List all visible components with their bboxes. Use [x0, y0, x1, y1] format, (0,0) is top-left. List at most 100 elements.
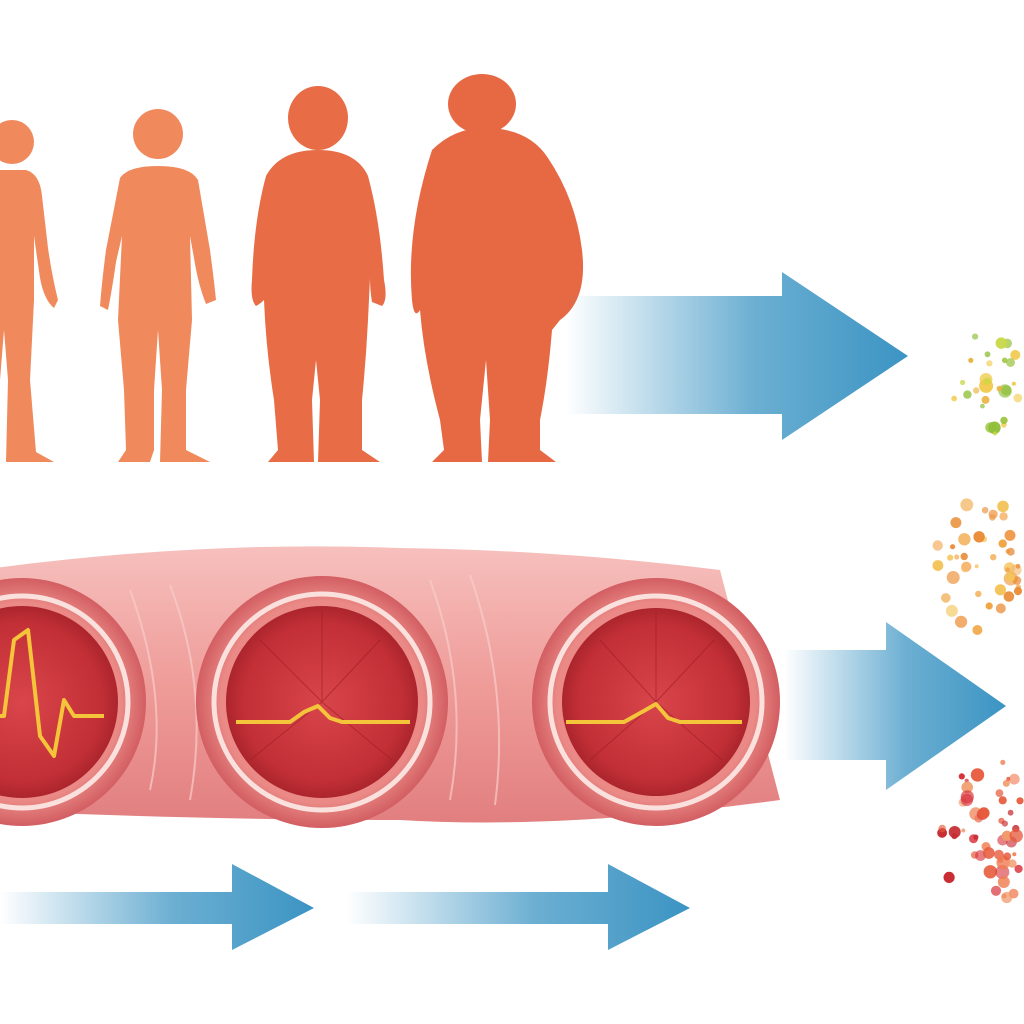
particle-dot — [1008, 773, 1020, 785]
particle-dot — [973, 834, 979, 840]
average-person-icon — [100, 109, 216, 462]
particle-dot — [983, 377, 992, 385]
particle-dot — [981, 506, 989, 514]
bottom-left-arrow-icon — [0, 864, 314, 950]
particle-dot — [1004, 529, 1016, 541]
particle-dot — [1001, 357, 1008, 364]
particle-dot — [1001, 820, 1009, 827]
particle-dot — [961, 828, 966, 833]
particle-dot — [988, 421, 1001, 435]
particle-dot — [963, 390, 972, 399]
particle-dot — [995, 337, 1007, 349]
particle-dot — [972, 333, 979, 340]
particle-dot — [1001, 385, 1012, 396]
particle-dot — [984, 351, 991, 358]
particle-dot — [941, 593, 951, 603]
particle-dot — [970, 768, 985, 782]
particle-dot — [955, 615, 968, 628]
particle-dot — [1000, 759, 1006, 766]
particle-dot — [972, 625, 983, 635]
particle-dot — [995, 603, 1006, 614]
particle-dot — [943, 871, 955, 884]
ecg-trace-mild — [566, 702, 742, 724]
particle-dot — [960, 498, 974, 512]
particle-dot — [1001, 891, 1013, 904]
particle-dot — [997, 500, 1009, 513]
particle-dot — [1014, 864, 1023, 874]
particle-dot — [975, 590, 982, 598]
particle-dot — [990, 554, 997, 561]
particle-dot — [996, 385, 1003, 392]
particle-dot — [932, 540, 943, 551]
particle-dot — [999, 512, 1008, 521]
artery-segments-row — [0, 546, 780, 828]
particle-dot — [1005, 572, 1015, 583]
particle-dot — [1010, 349, 1021, 360]
particle-dot — [992, 431, 997, 436]
particle-dot — [974, 564, 979, 569]
particle-dot — [932, 560, 944, 571]
particle-dot — [1001, 830, 1013, 841]
particle-dot — [990, 885, 1002, 896]
slim-person-icon — [0, 120, 58, 462]
artery-cross-section-icon — [532, 578, 780, 826]
lumen-texture — [249, 610, 393, 761]
green-yellow-particle-cluster — [951, 333, 1023, 436]
top-arrow-icon — [566, 272, 908, 440]
particle-dot — [1005, 567, 1010, 572]
particle-dot — [1013, 393, 1023, 403]
particle-dot — [998, 796, 1007, 805]
particle-dot — [960, 379, 966, 386]
overweight-person-icon — [251, 86, 386, 462]
middle-arrow-icon — [784, 622, 1006, 790]
particle-dot — [950, 517, 962, 529]
particle-dot — [995, 789, 1004, 797]
particle-dot — [938, 824, 946, 833]
artery-cross-section-icon — [0, 578, 146, 826]
particle-dot — [950, 544, 956, 550]
particle-dot — [961, 781, 973, 794]
particle-dot — [954, 554, 960, 560]
particle-dot — [978, 807, 990, 819]
particle-dot — [1003, 591, 1015, 602]
particle-dot — [1002, 779, 1010, 787]
particle-dot — [961, 561, 972, 572]
particle-dot — [973, 387, 980, 394]
particle-dot — [985, 602, 993, 610]
particle-dot — [1012, 852, 1017, 857]
particle-dot — [945, 604, 958, 617]
particle-dot — [983, 865, 997, 879]
particle-dot — [980, 403, 985, 409]
body-figures-row — [0, 74, 584, 462]
particle-dot — [947, 554, 954, 561]
particle-dot — [1008, 859, 1017, 868]
ecg-trace-strong — [0, 628, 104, 758]
artery-wall-striations — [129, 574, 501, 806]
particle-dot — [960, 790, 974, 804]
bottom-center-arrow-icon — [346, 864, 690, 950]
artery-cross-section-icon — [196, 576, 448, 828]
particle-dot — [968, 357, 974, 363]
particle-dot — [1003, 852, 1012, 861]
particle-dot — [1009, 829, 1023, 843]
particle-dot — [1015, 563, 1021, 569]
particle-dot — [946, 571, 960, 584]
particle-dot — [982, 847, 995, 859]
obese-person-icon — [410, 74, 584, 462]
particle-dot — [997, 876, 1010, 888]
red-particle-cluster — [937, 759, 1024, 904]
particle-dot — [998, 539, 1007, 548]
particle-dot — [951, 395, 957, 402]
particle-dot — [1006, 358, 1015, 367]
particle-dot — [986, 360, 993, 367]
particle-clusters — [932, 333, 1024, 904]
particle-dot — [1016, 797, 1024, 805]
particle-dot — [1013, 587, 1023, 596]
orange-particle-cluster — [932, 498, 1023, 635]
particle-dot — [958, 533, 971, 546]
particle-dot — [1000, 416, 1008, 425]
particle-dot — [948, 826, 961, 838]
particle-dot — [973, 531, 985, 543]
particle-dot — [1006, 776, 1011, 781]
ecg-trace-mild — [236, 704, 410, 724]
